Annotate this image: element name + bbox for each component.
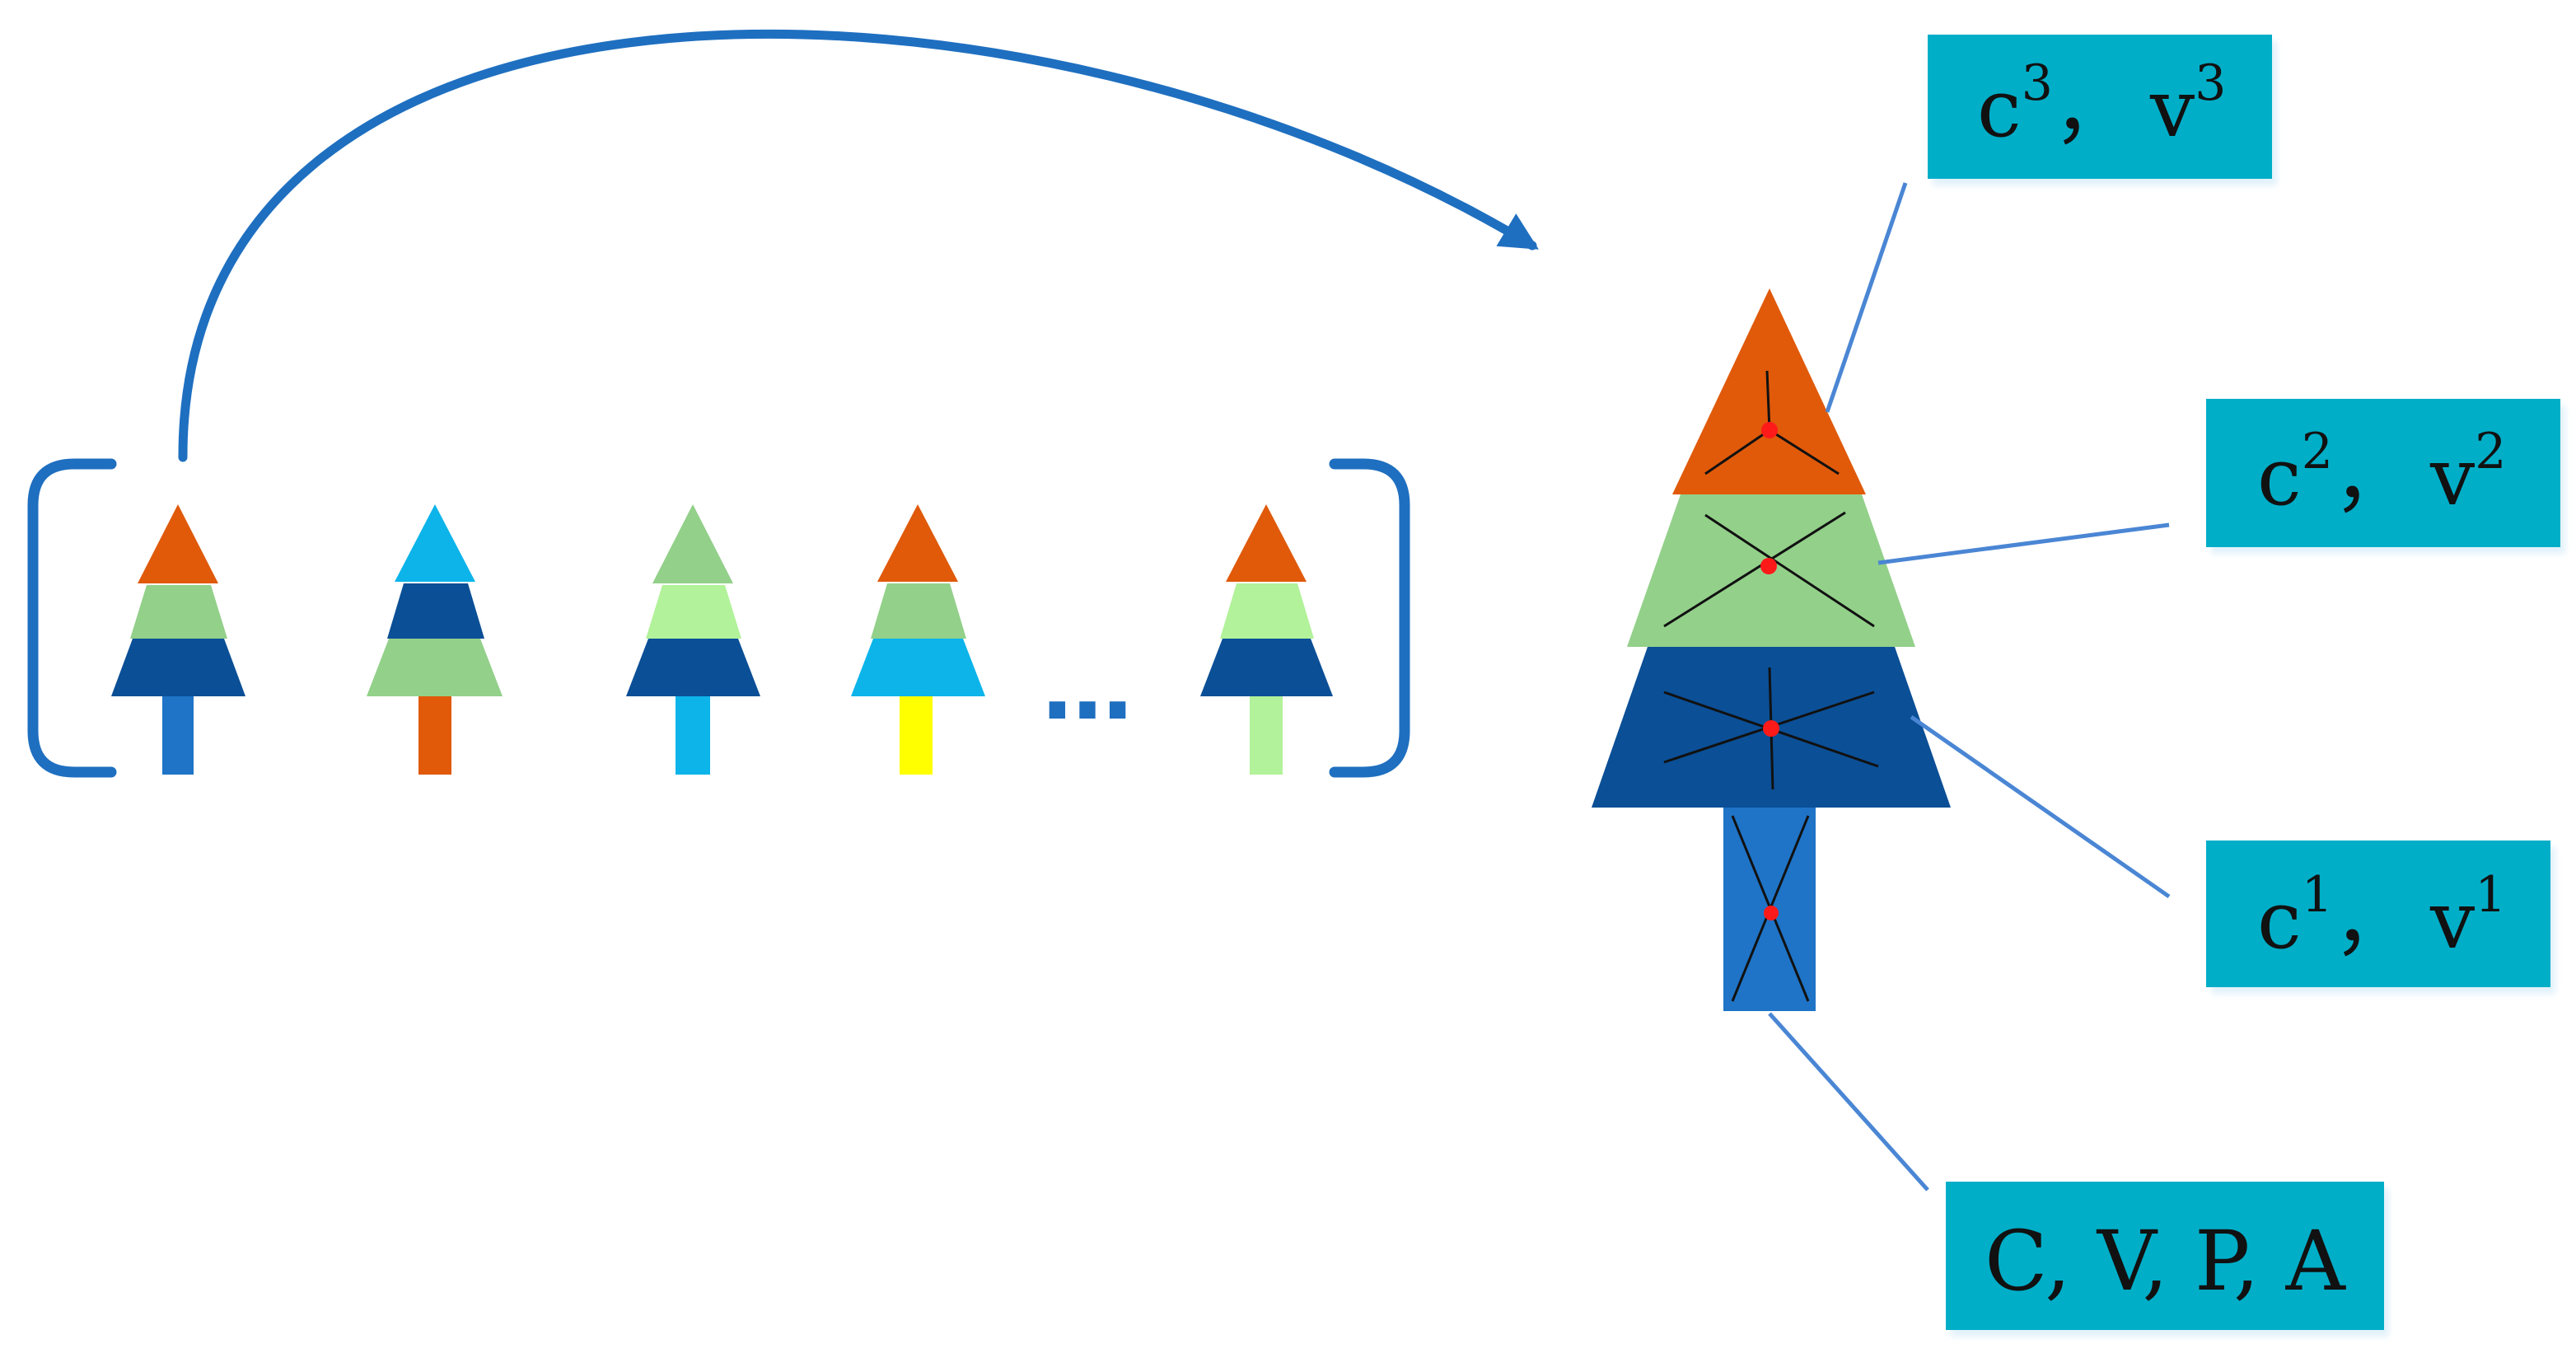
left-bracket xyxy=(27,458,117,778)
label-c3-v3: c3，v3 xyxy=(1928,35,2272,179)
label-c2-v2: c2，v2 xyxy=(2206,399,2560,547)
small-tree-2 xyxy=(367,504,503,775)
svg-text:c3，v3: c3，v3 xyxy=(1977,54,2226,155)
connector-bottom xyxy=(1910,714,2171,899)
svg-text:c1，v1: c1，v1 xyxy=(2257,866,2506,967)
right-bracket xyxy=(1329,458,1410,778)
connector-trunk xyxy=(1768,1012,1929,1192)
small-tree-5 xyxy=(1200,504,1333,775)
small-tree-1 xyxy=(111,504,245,775)
large-tree xyxy=(1592,288,1951,1011)
connector-middle xyxy=(1877,522,2170,565)
label-c-v-p-a: C, V, P, A xyxy=(1946,1182,2384,1330)
connectors xyxy=(1768,182,2171,1192)
ellipsis: … xyxy=(1042,635,1133,740)
curved-arrow xyxy=(178,29,1539,462)
svg-text:C, V, P, A: C, V, P, A xyxy=(1985,1213,2346,1309)
small-tree-4 xyxy=(851,504,985,775)
svg-text:c2，v2: c2，v2 xyxy=(2257,423,2506,523)
small-tree-3 xyxy=(626,504,760,775)
label-c1-v1: c1，v1 xyxy=(2206,841,2550,987)
connector-top xyxy=(1825,182,1908,413)
